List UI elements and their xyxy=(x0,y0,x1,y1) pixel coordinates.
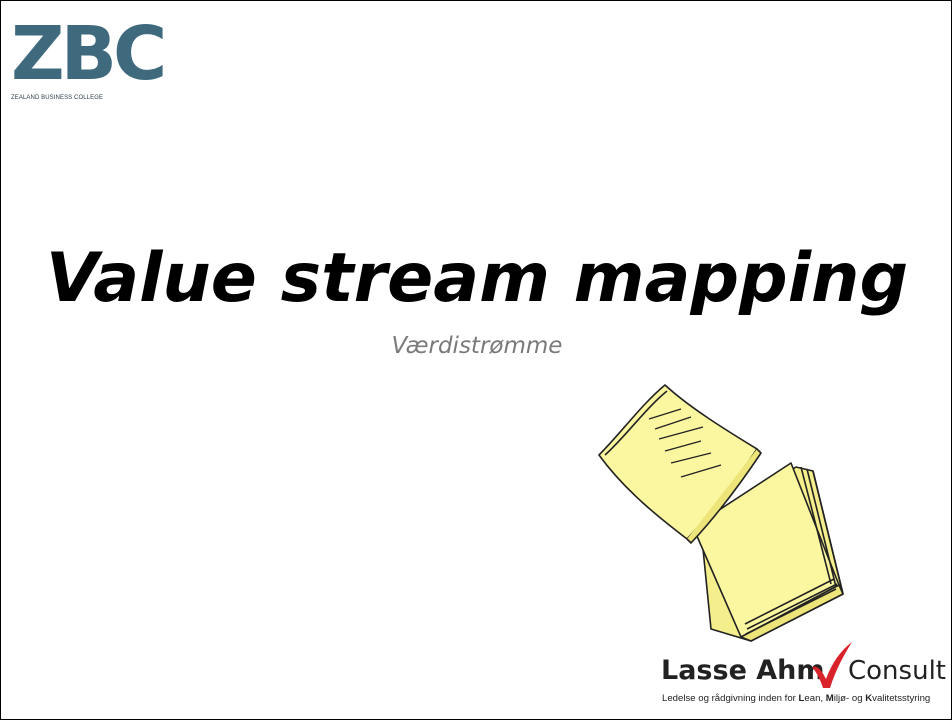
tagline-initial-miljo: M xyxy=(825,693,834,704)
tagline-part: ean, xyxy=(804,693,826,704)
tagline-initial-lean: L xyxy=(798,693,805,704)
consult-logo-word: Consult xyxy=(848,656,946,686)
tagline-part: valitetsstyring xyxy=(872,693,931,704)
zbc-logo: ZBC ZEALAND BUSINESS COLLEGE xyxy=(8,17,167,109)
slide-subtitle: Værdistrømme xyxy=(391,333,563,359)
zbc-logo-letters: ZBC xyxy=(11,11,167,97)
lasse-ahm-consult-logo: Lasse Ahm Consult Ledelse og rådgivning … xyxy=(661,641,949,713)
slide-title: Value stream mapping xyxy=(45,239,909,318)
zbc-logo-tagline: ZEALAND BUSINESS COLLEGE xyxy=(11,95,104,101)
consult-logo-tagline: Ledelse og rådgivning inden for Lean, Mi… xyxy=(662,693,930,704)
tagline-part: Ledelse og rådgivning inden for xyxy=(662,693,799,704)
tagline-part: iljø- og xyxy=(833,693,866,704)
paper-stack-icon xyxy=(598,384,844,642)
tagline-initial-kvalitet: K xyxy=(865,693,873,704)
checkmark-icon xyxy=(812,642,852,688)
consult-logo-name: Lasse Ahm xyxy=(661,655,825,686)
